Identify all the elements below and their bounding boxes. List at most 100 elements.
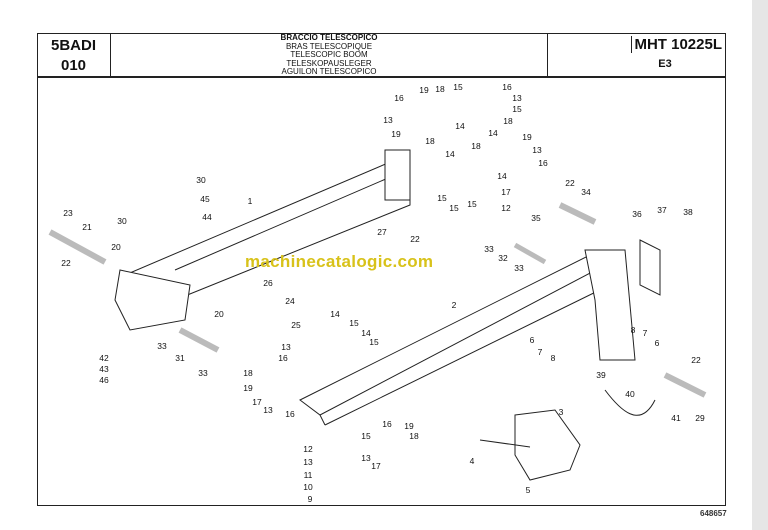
part-callout-19: 19 xyxy=(243,383,253,393)
model-name: MHT 10225L xyxy=(631,36,722,53)
part-callout-18: 18 xyxy=(409,431,419,441)
part-callout-46: 46 xyxy=(99,375,109,385)
part-callout-20: 20 xyxy=(111,242,121,252)
part-callout-4: 4 xyxy=(469,456,475,466)
part-callout-33: 33 xyxy=(198,368,208,378)
title-it: BRACCIO TELESCOPICO xyxy=(280,33,378,42)
part-callout-13: 13 xyxy=(303,457,313,467)
part-callout-14: 14 xyxy=(361,328,371,338)
inner-boom xyxy=(299,249,636,426)
drawing-frame xyxy=(37,33,726,506)
part-callout-13: 13 xyxy=(512,93,522,103)
part-callout-18: 18 xyxy=(471,141,481,151)
part-callout-33: 33 xyxy=(157,341,167,351)
part-callout-30: 30 xyxy=(196,175,206,185)
part-callout-13: 13 xyxy=(532,145,542,155)
part-callout-19: 19 xyxy=(404,421,414,431)
part-callout-6: 6 xyxy=(529,335,535,345)
part-callout-44: 44 xyxy=(202,212,212,222)
part-callout-22: 22 xyxy=(565,178,575,188)
title-es: AGUILON TELESCOPICO xyxy=(281,67,377,77)
part-callout-15: 15 xyxy=(349,318,359,328)
pins xyxy=(48,202,707,416)
part-callout-12: 12 xyxy=(303,444,313,454)
title-fr: BRAS TELESCOPIQUE xyxy=(285,41,373,51)
part-callout-31: 31 xyxy=(175,353,185,363)
part-callout-2: 2 xyxy=(451,300,457,310)
part-callout-45: 45 xyxy=(200,194,210,204)
part-callout-15: 15 xyxy=(467,199,477,209)
part-callout-38: 38 xyxy=(683,207,693,217)
part-callout-3: 3 xyxy=(558,407,564,417)
part-callout-15: 15 xyxy=(437,193,447,203)
part-callout-12: 12 xyxy=(501,203,511,213)
part-callout-15: 15 xyxy=(369,337,379,347)
part-callout-24: 24 xyxy=(285,296,295,306)
part-callout-8: 8 xyxy=(550,353,556,363)
title-en: TELESCOPIC BOOM xyxy=(290,50,368,60)
watermark: machinecatalogic.com xyxy=(245,252,434,271)
section-number: 010 xyxy=(60,57,87,74)
part-callout-17: 17 xyxy=(501,187,511,197)
part-callout-10: 10 xyxy=(303,482,313,492)
part-callout-27: 27 xyxy=(377,227,387,237)
part-callout-34: 34 xyxy=(581,187,591,197)
part-callout-32: 32 xyxy=(498,253,508,263)
part-callout-21: 21 xyxy=(82,222,92,232)
part-callout-19: 19 xyxy=(522,132,532,142)
part-callout-29: 29 xyxy=(695,413,705,423)
part-callout-19: 19 xyxy=(391,129,401,139)
part-callout-11: 11 xyxy=(303,470,313,480)
part-callout-13: 13 xyxy=(383,115,393,125)
part-callout-7: 7 xyxy=(642,328,648,338)
part-callout-41: 41 xyxy=(671,413,681,423)
part-callout-33: 33 xyxy=(514,263,524,273)
part-callout-30: 30 xyxy=(117,216,127,226)
part-callout-17: 17 xyxy=(371,461,381,471)
part-callout-20: 20 xyxy=(214,309,224,319)
part-callout-14: 14 xyxy=(445,149,455,159)
document-number: 648657 xyxy=(700,509,727,518)
part-callout-16: 16 xyxy=(502,82,512,92)
part-callout-17: 17 xyxy=(252,397,262,407)
part-callout-33: 33 xyxy=(484,244,494,254)
part-callout-9: 9 xyxy=(307,494,313,504)
part-callout-22: 22 xyxy=(691,355,701,365)
part-callout-7: 7 xyxy=(537,347,543,357)
part-callout-35: 35 xyxy=(531,213,541,223)
part-callout-18: 18 xyxy=(503,116,513,126)
part-callout-6: 6 xyxy=(654,338,660,348)
part-callout-8: 8 xyxy=(630,325,636,335)
part-callout-16: 16 xyxy=(278,353,288,363)
part-callout-15: 15 xyxy=(361,431,371,441)
part-callout-25: 25 xyxy=(291,320,301,330)
part-callout-39: 39 xyxy=(596,370,606,380)
part-callout-26: 26 xyxy=(263,278,273,288)
part-callout-18: 18 xyxy=(243,368,253,378)
part-callout-37: 37 xyxy=(657,205,667,215)
part-callout-15: 15 xyxy=(512,104,522,114)
part-callout-14: 14 xyxy=(488,128,498,138)
part-callout-16: 16 xyxy=(538,158,548,168)
part-callout-15: 15 xyxy=(453,82,463,92)
part-callout-18: 18 xyxy=(435,84,445,94)
edition: E3 xyxy=(658,58,672,70)
page-edge xyxy=(752,0,768,530)
model-box: MHT 10225L E3 xyxy=(548,33,726,78)
quick-coupler xyxy=(479,409,581,481)
part-callout-5: 5 xyxy=(525,485,531,495)
part-callout-16: 16 xyxy=(285,409,295,419)
part-callout-14: 14 xyxy=(497,171,507,181)
part-callout-14: 14 xyxy=(455,121,465,131)
part-callout-43: 43 xyxy=(99,364,109,374)
part-callout-19: 19 xyxy=(419,85,429,95)
part-callout-14: 14 xyxy=(330,309,340,319)
part-callout-1: 1 xyxy=(247,196,253,206)
part-callout-13: 13 xyxy=(361,453,371,463)
part-callout-22: 22 xyxy=(61,258,71,268)
part-callout-16: 16 xyxy=(394,93,404,103)
title-box: BRACCIO TELESCOPICO BRAS TELESCOPIQUE TE… xyxy=(111,33,548,78)
part-callout-15: 15 xyxy=(449,203,459,213)
